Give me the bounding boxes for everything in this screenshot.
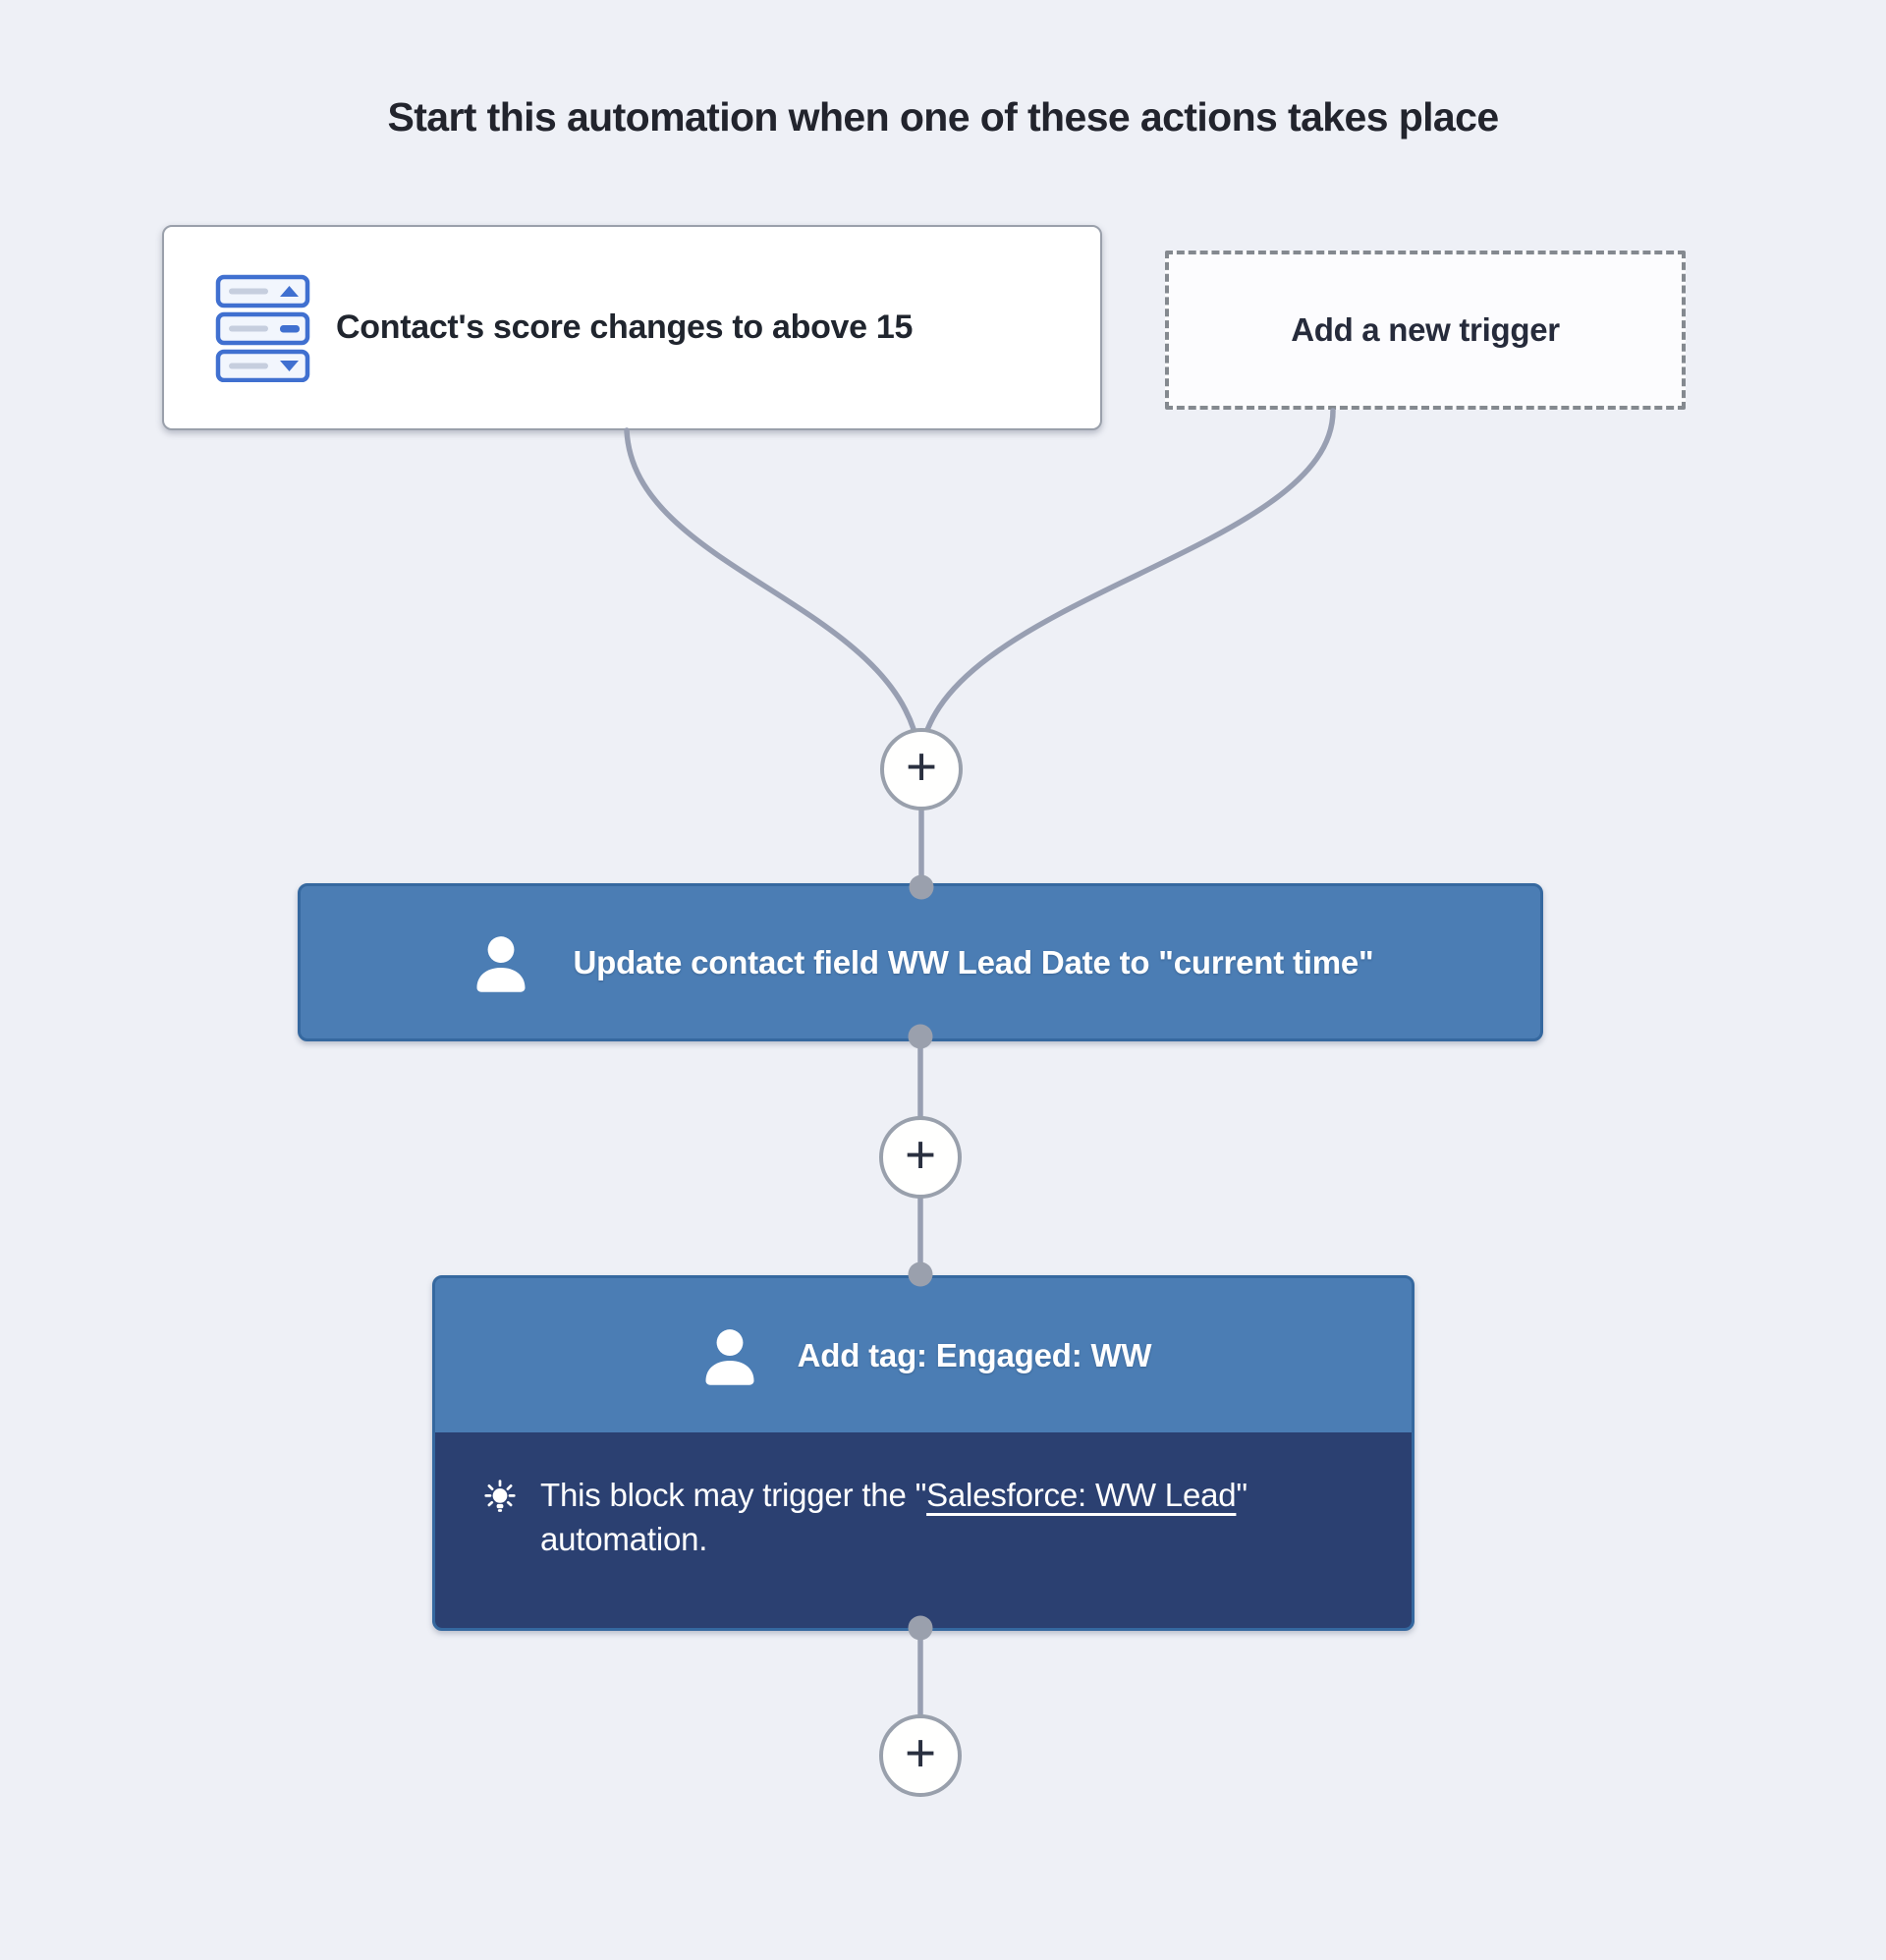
trigger-note-suffix: " automation. [540, 1477, 1248, 1557]
action-node-update-contact-field[interactable]: Update contact field WW Lead Date to "cu… [298, 883, 1543, 1041]
add-new-trigger-button[interactable]: Add a new trigger [1165, 251, 1686, 410]
contact-person-icon [476, 935, 526, 992]
trigger-card-label: Contact's score changes to above 15 [336, 308, 914, 346]
trigger-note-panel: This block may trigger the "Salesforce: … [435, 1432, 1412, 1628]
trigger-card-score-change[interactable]: Contact's score changes to above 15 [162, 225, 1102, 430]
lightbulb-icon [484, 1480, 516, 1512]
action-node-label: Add tag: Engaged: WW [797, 1336, 1152, 1373]
salesforce-ww-lead-automation-link[interactable]: Salesforce: WW Lead [926, 1477, 1237, 1513]
add-new-trigger-label: Add a new trigger [1291, 311, 1560, 348]
wire-left-trigger [624, 427, 923, 769]
contact-person-icon [705, 1328, 754, 1385]
add-step-button-top[interactable]: + [880, 728, 963, 811]
add-tag-header: Add tag: Engaged: WW [435, 1278, 1412, 1432]
score-change-icon [215, 274, 310, 382]
trigger-note-text: This block may trigger the "Salesforce: … [540, 1474, 1316, 1562]
add-step-button-bottom[interactable]: + [879, 1714, 962, 1797]
page-title: Start this automation when one of these … [387, 94, 1499, 140]
action-node-add-tag[interactable]: Add tag: Engaged: WW This block may trig… [432, 1275, 1414, 1631]
add-step-button-middle[interactable]: + [879, 1116, 962, 1199]
action-node-label: Update contact field WW Lead Date to "cu… [573, 943, 1374, 980]
wire-right-trigger [917, 408, 1336, 769]
trigger-note-prefix: This block may trigger the " [540, 1477, 927, 1513]
